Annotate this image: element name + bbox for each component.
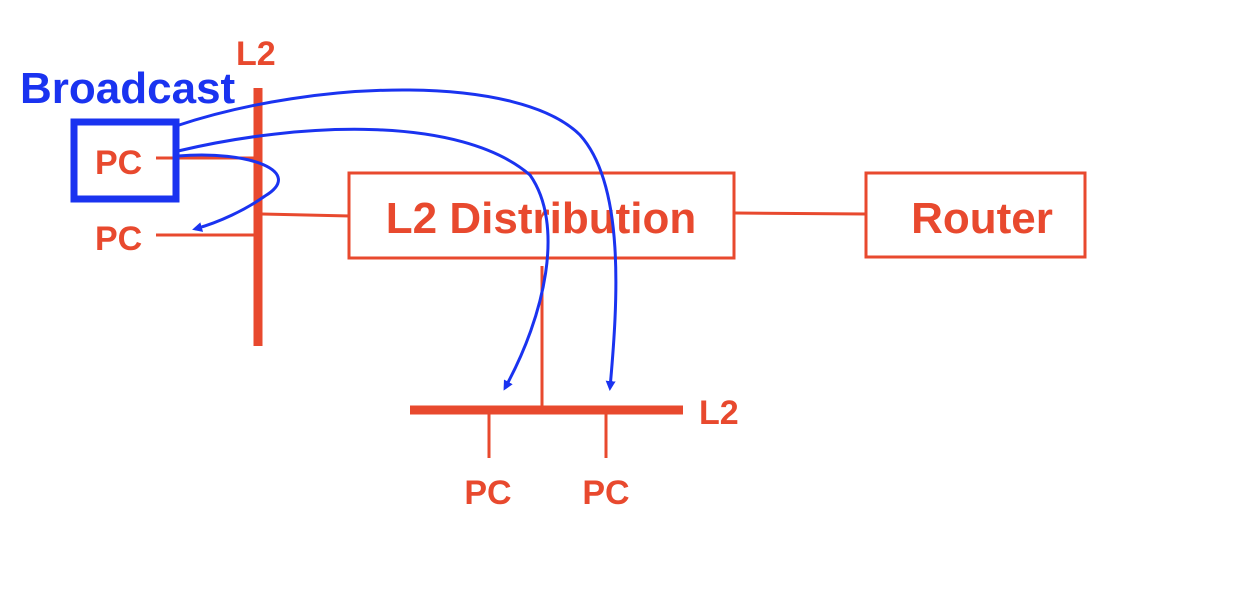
- broadcast-arrow-to-left-pc: [177, 153, 280, 232]
- broadcast-arrow-to-bottom-right-pc: [175, 88, 618, 391]
- left-l2-label: L2: [236, 35, 276, 73]
- router-box: [864, 171, 1087, 259]
- broadcast-label: Broadcast: [20, 64, 236, 113]
- bottom-l2-label: L2: [699, 394, 739, 432]
- broadcast-arrow-to-bottom-left-pc: [177, 127, 550, 391]
- broadcast-source-highlight: [70, 118, 180, 203]
- pc-bottom-right-label: PC: [582, 474, 629, 512]
- pc-bottom-left-label: PC: [464, 474, 511, 512]
- left-bus-to-distribution-link: [261, 212, 351, 218]
- l2-distribution-label: L2 Distribution: [386, 194, 696, 243]
- pc-left-lower-label: PC: [95, 220, 142, 258]
- distribution-to-router-link: [734, 211, 867, 216]
- router-label: Router: [911, 194, 1053, 243]
- pc-source-label: PC: [95, 144, 142, 182]
- l2-distribution-box: [347, 171, 736, 260]
